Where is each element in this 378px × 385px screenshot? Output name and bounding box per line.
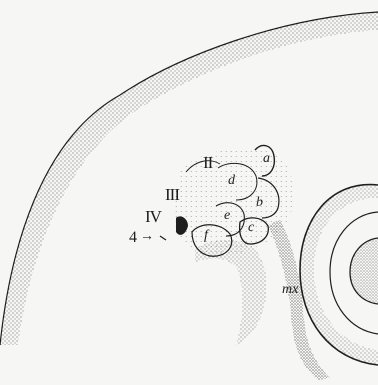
label-mx: mx <box>282 283 298 297</box>
label-c: c <box>248 221 254 235</box>
label-e: e <box>224 209 230 223</box>
label-arch-iv: IV <box>145 208 161 225</box>
label-four-arrow: → <box>140 230 154 244</box>
maxillary-process <box>268 220 330 380</box>
iv-arrow-mark <box>160 236 166 240</box>
eye-inner-fill <box>350 238 378 304</box>
label-arch-ii: II <box>203 154 212 171</box>
label-a: a <box>263 152 270 166</box>
label-arch-iii: III <box>165 186 179 203</box>
label-four: 4 <box>129 230 136 246</box>
label-f: f <box>204 229 208 243</box>
lower-arch-shape <box>195 240 266 345</box>
label-b: b <box>256 196 263 210</box>
label-d: d <box>228 174 235 188</box>
